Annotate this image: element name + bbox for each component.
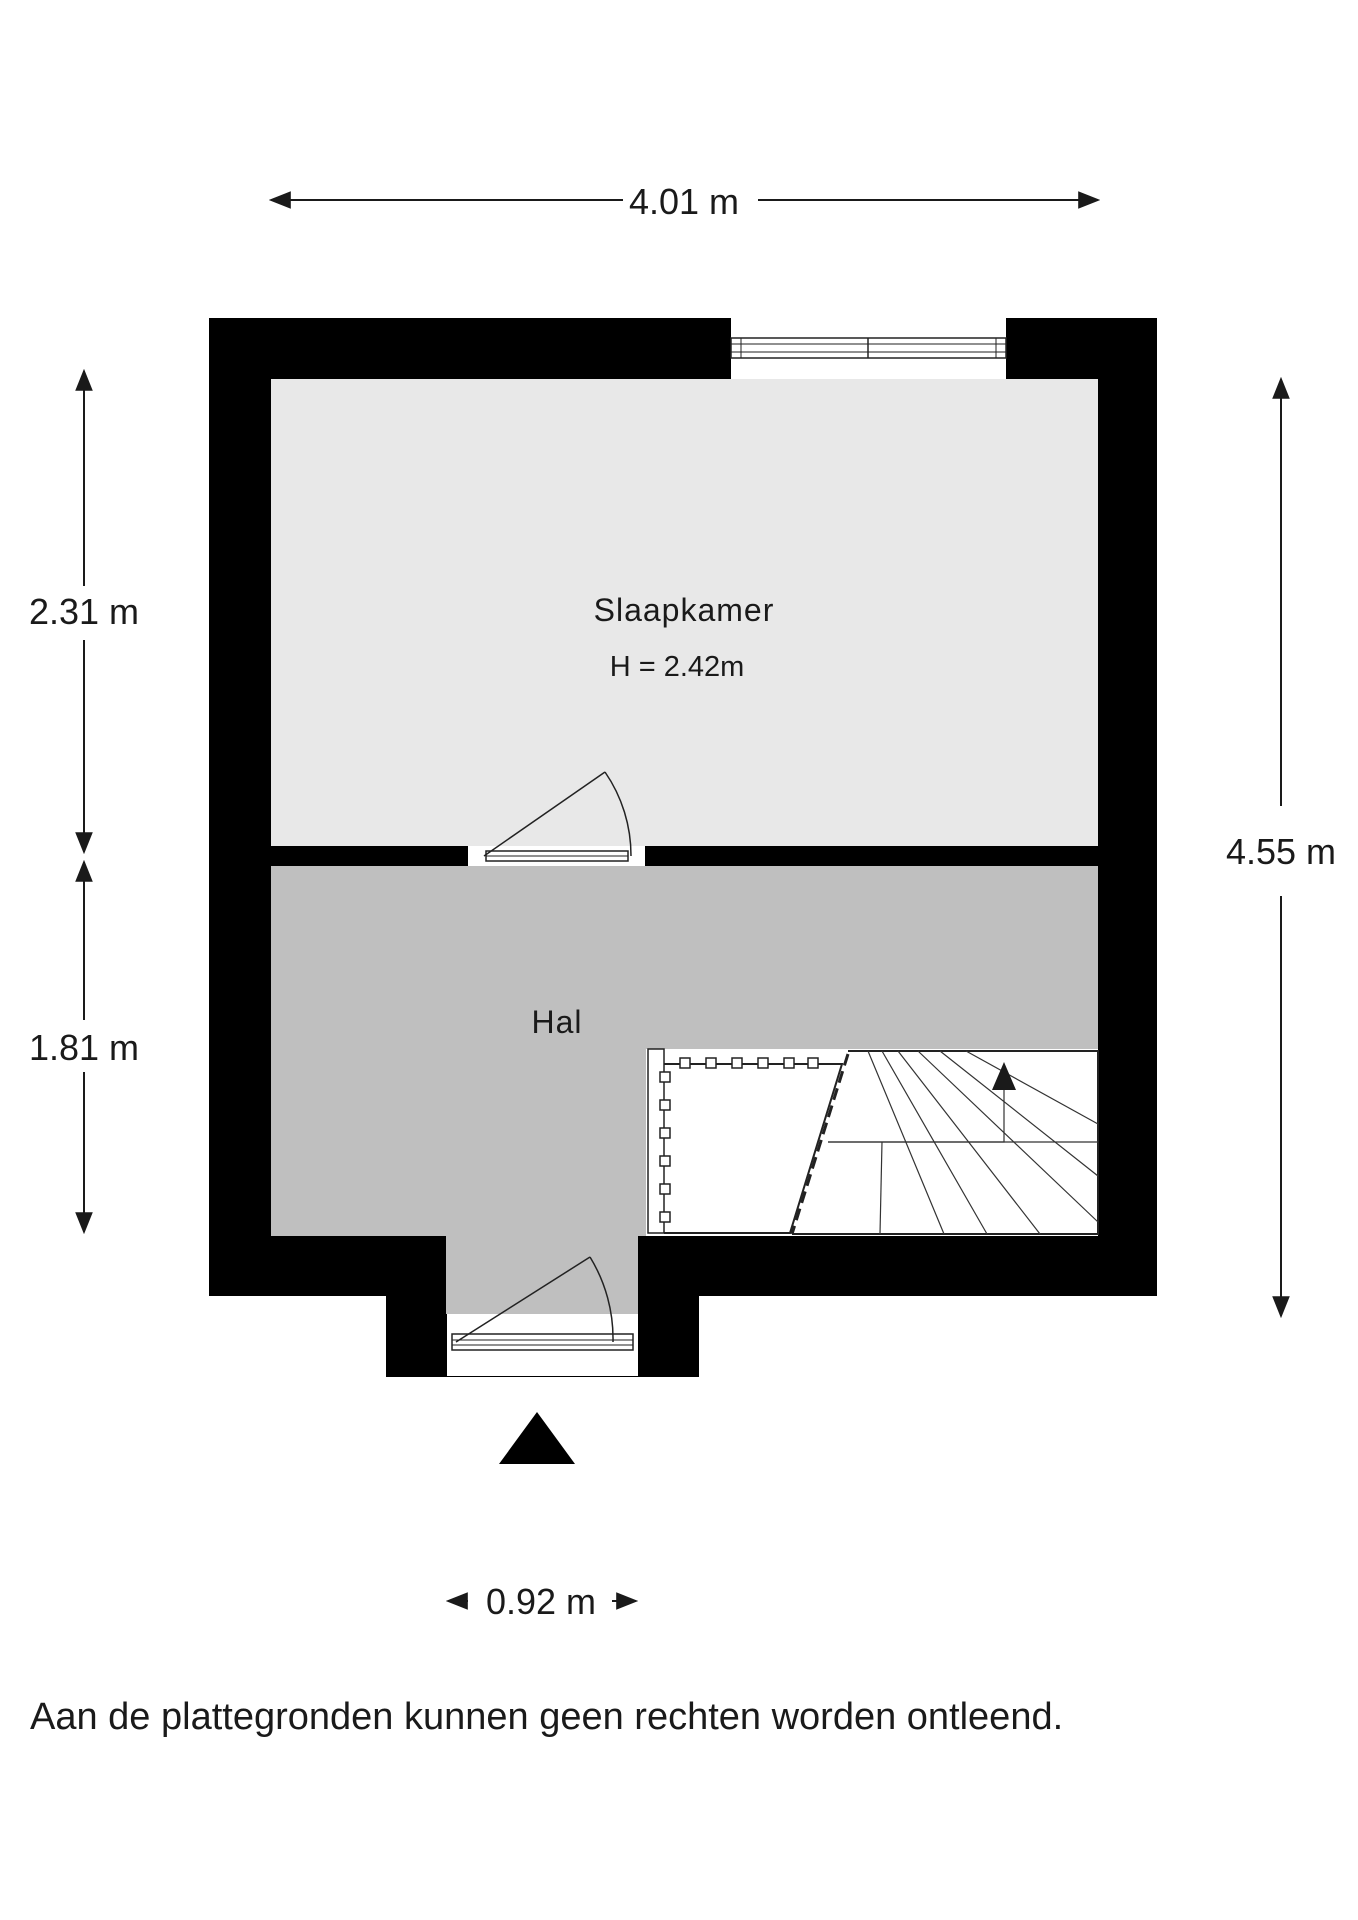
dimension-overall-width: 4.01 m (629, 181, 739, 222)
room-height-slaapkamer: H = 2.42m (610, 651, 745, 683)
dimension-lines (75, 191, 1290, 1610)
dimension-overall-depth: 4.55 m (1226, 831, 1336, 872)
dimension-slaapkamer-depth: 2.31 m (29, 591, 139, 632)
staircase (647, 1048, 1099, 1235)
stair-direction-arrow-icon (992, 1062, 1016, 1090)
entrance-arrow-icon (499, 1412, 575, 1464)
slaapkamer-floor (271, 379, 1098, 846)
hal-floor (271, 866, 1098, 1314)
disclaimer-text: Aan de plattegronden kunnen geen rechten… (30, 1696, 1064, 1738)
room-name-slaapkamer: Slaapkamer (594, 592, 775, 628)
door-entrance (447, 1256, 638, 1376)
door-slaapkamer (468, 771, 645, 866)
room-name-hal: Hal (531, 1004, 582, 1040)
dimension-entrance-width: 0.92 m (486, 1581, 596, 1622)
dimension-hal-depth: 1.81 m (29, 1027, 139, 1068)
window-top (730, 318, 1007, 379)
